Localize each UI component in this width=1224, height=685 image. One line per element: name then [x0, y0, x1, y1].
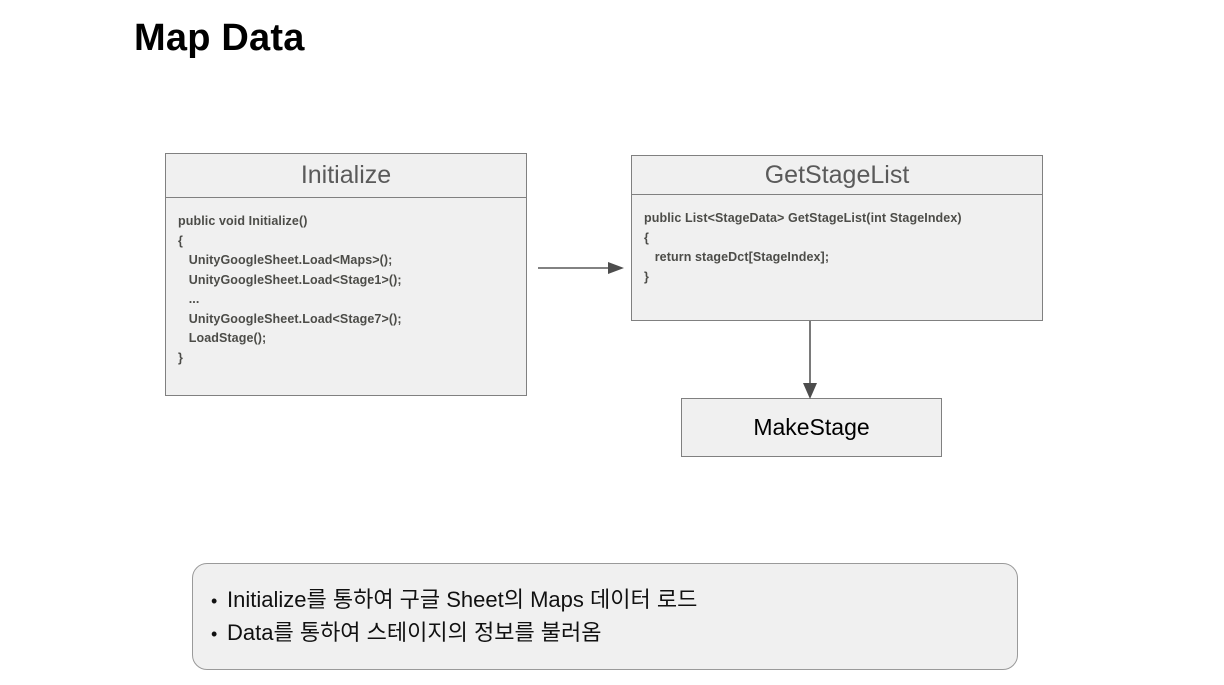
class-box-initialize-title: Initialize	[300, 161, 392, 189]
class-box-initialize[interactable]: Initialize public void Initialize() { Un…	[165, 153, 527, 396]
code-line: {	[178, 233, 183, 248]
class-box-initialize-header: Initialize	[166, 154, 526, 198]
class-box-getstagelist-header: GetStageList	[632, 156, 1042, 195]
process-box-makestage[interactable]: MakeStage	[681, 398, 942, 457]
code-line: return stageDct[StageIndex];	[644, 250, 830, 264]
code-line: UnityGoogleSheet.Load<Maps>();	[178, 253, 393, 267]
list-item: • Data를 통하여 스테이지의 정보를 불러옴	[211, 617, 1017, 650]
code-line: UnityGoogleSheet.Load<Stage7>();	[178, 311, 402, 326]
list-item-text: Initialize를 통하여 구글 Sheet의 Maps 데이터 로드	[227, 587, 698, 612]
list-item-text: Data를 통하여 스테이지의 정보를 불러옴	[227, 620, 602, 645]
list-item: • Initialize를 통하여 구글 Sheet의 Maps 데이터 로드	[211, 584, 1017, 617]
process-box-makestage-label: MakeStage	[753, 414, 870, 440]
arrow-right-icon	[538, 254, 624, 282]
code-line: public List<StageData> GetStageList(int …	[644, 211, 962, 225]
code-line: {	[644, 230, 649, 245]
class-box-initialize-body: public void Initialize() { UnityGoogleSh…	[166, 198, 526, 378]
code-line: }	[178, 350, 183, 365]
arrow-down-icon	[796, 321, 824, 399]
class-box-getstagelist-title: GetStageList	[764, 160, 910, 189]
notes-callout: • Initialize를 통하여 구글 Sheet의 Maps 데이터 로드 …	[192, 563, 1018, 670]
code-line: public void Initialize()	[178, 214, 308, 228]
class-box-getstagelist-body: public List<StageData> GetStageList(int …	[632, 195, 1042, 297]
code-line: LoadStage();	[178, 331, 267, 345]
bullet-icon: •	[211, 624, 218, 644]
code-line: }	[644, 269, 649, 284]
code-line: UnityGoogleSheet.Load<Stage1>();	[178, 272, 402, 287]
code-line: ...	[178, 292, 200, 306]
page-title: Map Data	[134, 17, 305, 59]
class-box-getstagelist[interactable]: GetStageList public List<StageData> GetS…	[631, 155, 1043, 321]
bullet-icon: •	[211, 591, 218, 611]
